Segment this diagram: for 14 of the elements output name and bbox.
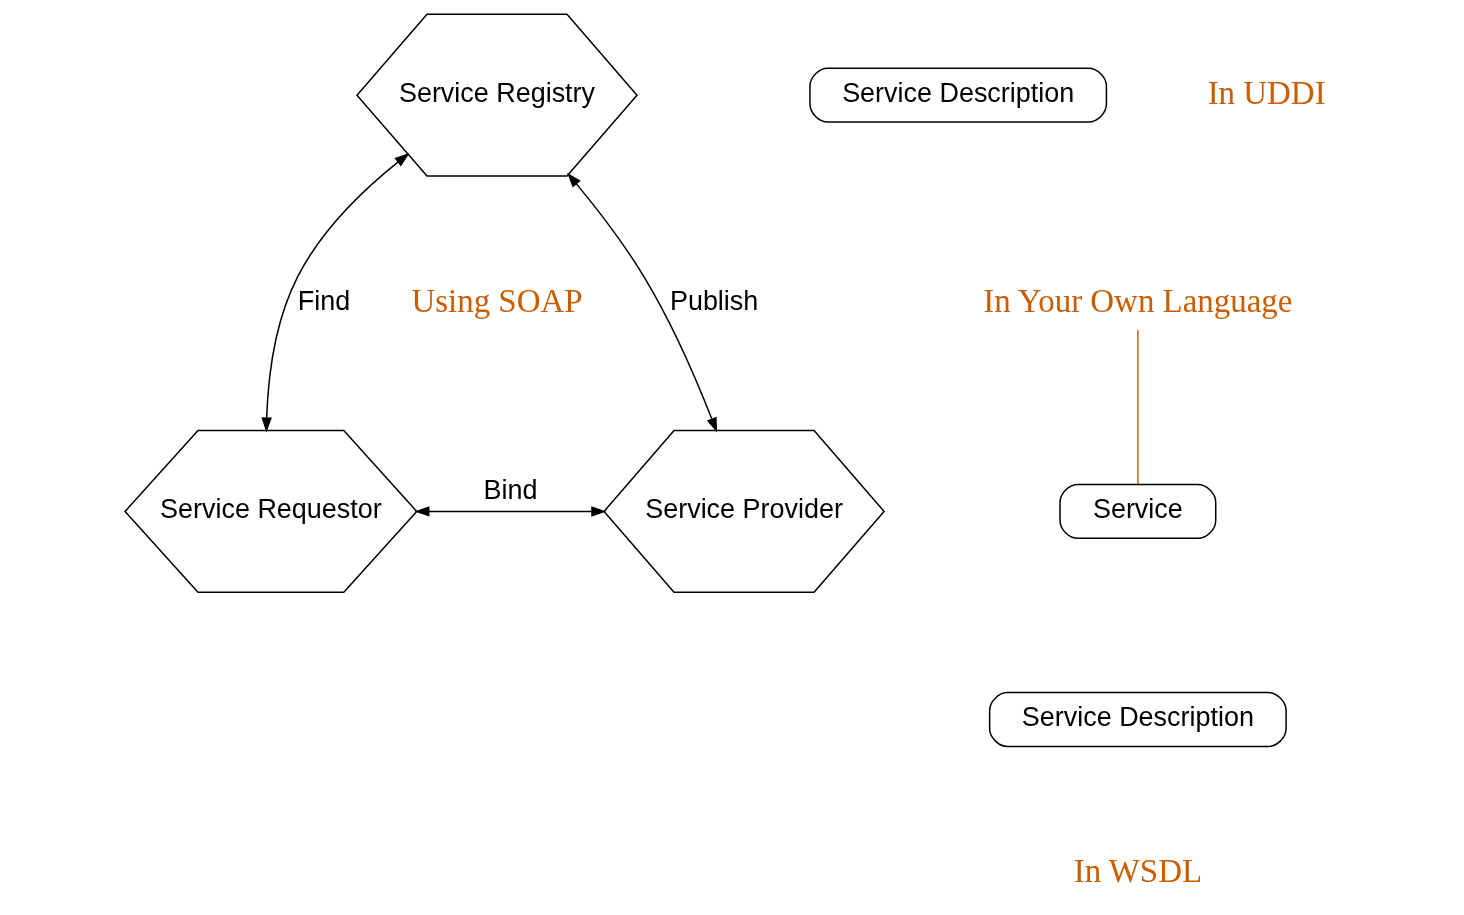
- arrow: [260, 153, 409, 433]
- arrow: [566, 172, 717, 433]
- node-box: Service Description: [988, 691, 1287, 748]
- label: Using SOAP: [410, 282, 583, 319]
- node-box: Service: [1058, 483, 1216, 540]
- node-text: In Your Own Language: [982, 282, 1292, 319]
- connector: [1136, 329, 1139, 485]
- edge-label: Find: [297, 285, 350, 316]
- edge-label: Publish: [669, 285, 758, 316]
- node-box: Service Description: [808, 67, 1107, 123]
- edge-label: Bind: [482, 474, 537, 505]
- label: In WSDL: [1073, 853, 1202, 890]
- label: In UDDI: [1207, 74, 1326, 111]
- arrow: [413, 506, 606, 517]
